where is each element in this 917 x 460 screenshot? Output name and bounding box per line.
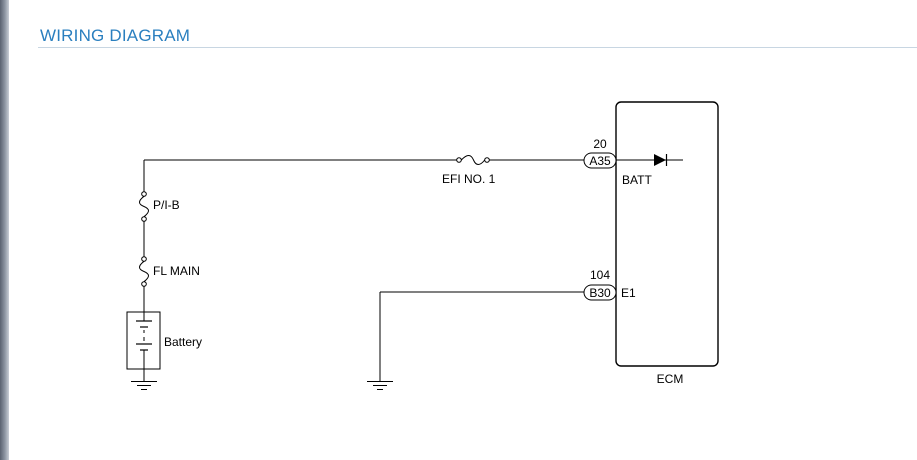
battery-icon bbox=[126, 311, 161, 370]
diode-icon bbox=[654, 154, 668, 166]
fuse-fl-main-icon bbox=[139, 256, 149, 287]
pin-20-label: 20 bbox=[593, 137, 607, 151]
ground-icon-left bbox=[131, 381, 157, 390]
fuse-fl-main-label: FL MAIN bbox=[153, 264, 200, 278]
fuse-pib-icon bbox=[139, 191, 149, 222]
terminal-batt-label: BATT bbox=[622, 173, 652, 187]
section-title: WIRING DIAGRAM bbox=[40, 26, 191, 45]
fuse-efi-no1-label: EFI NO. 1 bbox=[442, 172, 496, 186]
ground-icon-right bbox=[367, 381, 393, 390]
connector-b30-label: B30 bbox=[589, 286, 611, 300]
fuse-pib-label: P/I-B bbox=[153, 198, 180, 212]
ecm-label: ECM bbox=[657, 372, 684, 386]
connector-b30 bbox=[583, 284, 617, 301]
fuse-efi-no1-icon bbox=[456, 155, 490, 165]
connector-a35-label: A35 bbox=[589, 154, 611, 168]
window-left-edge bbox=[0, 0, 9, 460]
battery-label: Battery bbox=[164, 335, 202, 349]
terminal-e1-label: E1 bbox=[621, 286, 636, 300]
ecm-box bbox=[615, 101, 719, 367]
pin-104-label: 104 bbox=[590, 268, 610, 282]
title-divider bbox=[38, 47, 917, 48]
